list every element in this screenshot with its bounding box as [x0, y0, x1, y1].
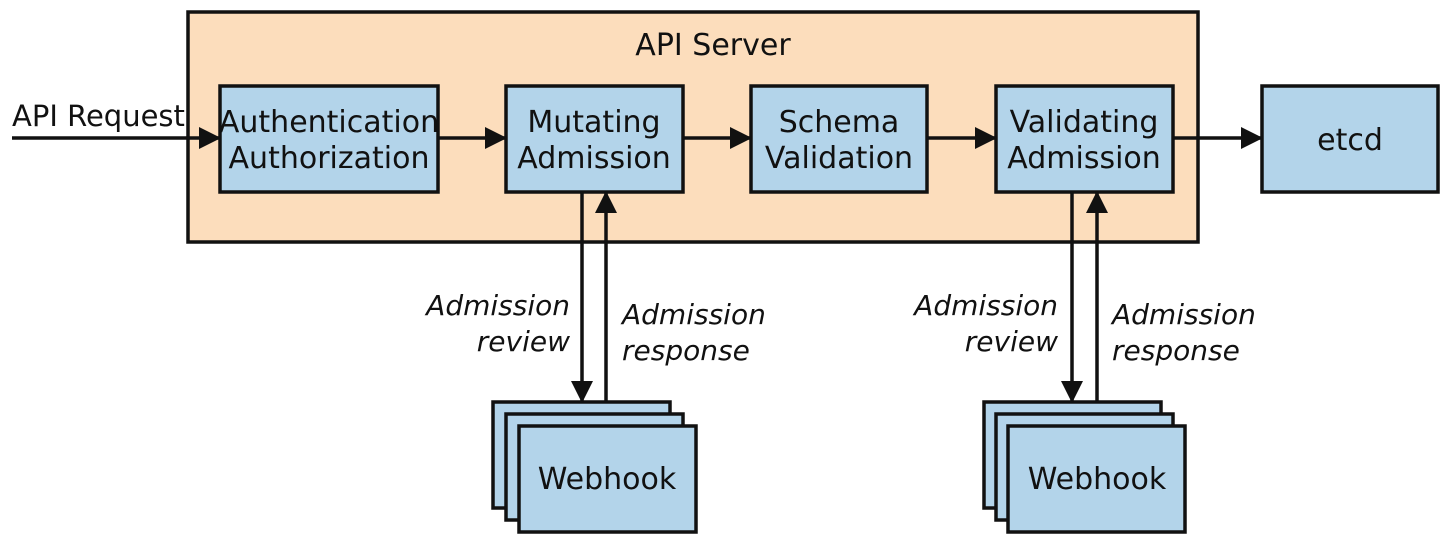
- admission-response-label-line2: response: [1112, 334, 1240, 367]
- stage-mutating-admission: Mutating Admission: [504, 84, 685, 194]
- etcd-box: [1260, 84, 1440, 194]
- etcd-label: etcd: [1317, 123, 1383, 158]
- webhook-box: [1006, 424, 1187, 534]
- admission-review-label-line1: Admission: [912, 289, 1058, 322]
- admission-review-label-line2: review: [477, 325, 570, 358]
- admission-review-label-line1: Admission: [424, 289, 570, 322]
- stage-box: [218, 84, 440, 194]
- api-request-label: API Request: [12, 99, 185, 133]
- stage-label-line1: Schema: [779, 105, 900, 140]
- stage-schema-validation: Schema Validation: [749, 84, 929, 194]
- stage-label-line2: Authorization: [229, 141, 430, 176]
- stage-label-line2: Validation: [765, 141, 913, 176]
- stage-label-line2: Admission: [517, 141, 671, 176]
- stage-label-line1: Mutating: [527, 105, 660, 140]
- webhook-label: Webhook: [538, 462, 677, 497]
- stage-validating-admission: Validating Admission: [994, 84, 1175, 194]
- admission-response-label-line2: response: [622, 334, 750, 367]
- stage-box: [504, 84, 685, 194]
- admission-response-label-line1: Admission: [620, 298, 766, 331]
- admission-response-label-line1: Admission: [1110, 298, 1256, 331]
- mutating-webhook-group: Admission review Admission response Webh…: [424, 191, 766, 534]
- stage-box: [749, 84, 929, 194]
- admission-review-label-line2: review: [965, 325, 1058, 358]
- stage-label-line2: Admission: [1007, 141, 1161, 176]
- stage-label-line1: Validating: [1010, 105, 1159, 140]
- webhook-box: [517, 424, 698, 534]
- api-server-title: API Server: [635, 28, 791, 63]
- stage-authentication-authorization: Authentication Authorization: [218, 84, 440, 194]
- stage-label-line1: Authentication: [219, 105, 439, 140]
- etcd-store: etcd: [1260, 84, 1440, 194]
- validating-webhook-group: Admission review Admission response Webh…: [912, 191, 1256, 534]
- webhook-label: Webhook: [1028, 462, 1167, 497]
